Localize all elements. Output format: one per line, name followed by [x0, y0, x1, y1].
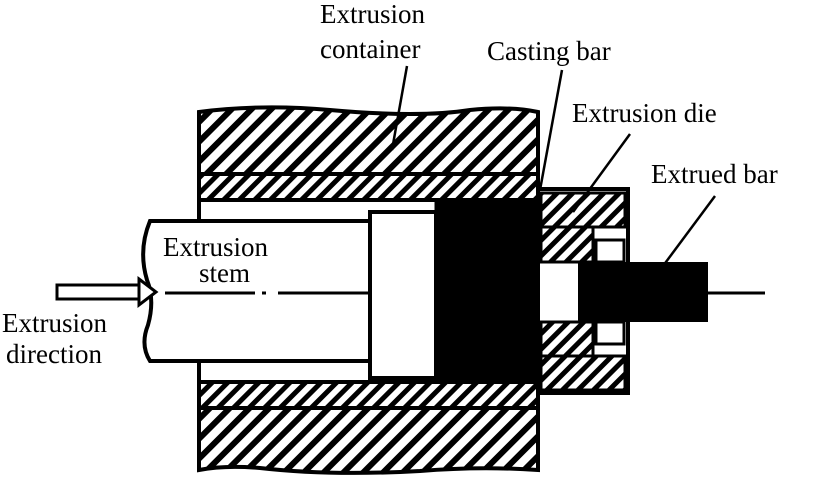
die-lower-gap — [594, 320, 626, 346]
die-lower-outer — [539, 354, 627, 392]
die-upper-insert — [539, 225, 595, 264]
label-container-line1: Extrusion — [320, 0, 425, 29]
container-liner-bottom — [197, 380, 540, 410]
container-outer-top — [197, 105, 540, 176]
leader-extruded-bar — [658, 195, 717, 271]
label-direction-line1: Extrusion — [2, 308, 107, 338]
label-die: Extrusion die — [572, 98, 717, 128]
die-lower-insert — [539, 320, 595, 358]
label-casting-bar: Casting bar — [487, 36, 611, 66]
label-container-line2: container — [320, 34, 420, 64]
label-stem-line1: Extrusion — [163, 232, 268, 262]
extruded-bar — [578, 262, 708, 322]
container-liner-top — [197, 172, 540, 202]
leader-container — [390, 65, 409, 151]
leader-casting-bar — [538, 69, 564, 191]
label-stem-line2: stem — [199, 258, 250, 288]
dummy-block — [368, 210, 438, 380]
leader-die — [571, 133, 632, 213]
container-outer-bottom — [197, 406, 540, 475]
direction-arrow-icon — [55, 275, 159, 309]
extrusion-stem — [141, 219, 372, 363]
label-direction-line2: direction — [6, 339, 102, 369]
die-upper-gap — [594, 238, 626, 264]
label-extruded-bar: Extrued bar — [651, 159, 778, 189]
